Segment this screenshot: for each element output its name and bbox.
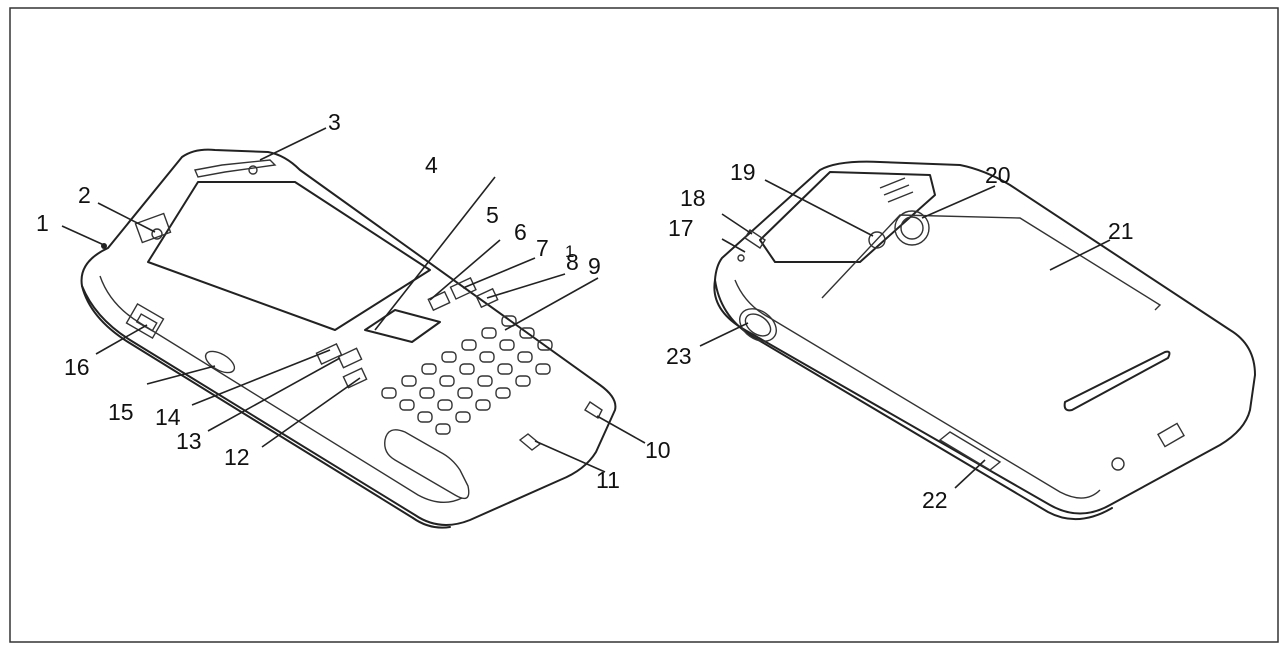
keypad-key [419, 387, 435, 399]
callout-18: 18 [680, 185, 706, 211]
callout-7: 7 [536, 235, 549, 261]
keypad-key [497, 363, 513, 375]
front-keypad [381, 315, 553, 435]
front-camera-lens [151, 228, 163, 240]
leader-lines [61, 127, 1111, 489]
keypad-key [399, 399, 415, 411]
back-side-button-ring [739, 308, 777, 342]
keypad-key [421, 363, 437, 375]
front-side-button [204, 350, 236, 374]
front-bottom-jack [584, 401, 603, 419]
front-key-12 [342, 367, 368, 389]
front-body-side [81, 285, 414, 519]
callout-labels: 1 2 3 4 5 6 7 8 1 9 10 11 12 13 14 15 16… [36, 109, 1134, 513]
callout-10: 10 [645, 437, 671, 463]
callout-8-superscript: 1 [565, 242, 574, 261]
callout-11: 11 [596, 467, 620, 493]
front-key-8 [475, 287, 499, 309]
keypad-key [455, 411, 471, 423]
front-screen [147, 181, 431, 331]
back-side-button [744, 313, 772, 337]
keypad-key [479, 351, 495, 363]
front-key-13 [337, 347, 363, 369]
keypad-key [381, 387, 397, 399]
back-side-slot [938, 431, 1002, 471]
callout-9: 9 [588, 253, 601, 279]
back-vent [879, 177, 914, 203]
callout-3: 3 [328, 109, 341, 135]
keypad-key [459, 363, 475, 375]
callout-17: 17 [668, 215, 694, 241]
keypad-key [435, 423, 451, 435]
callout-15: 15 [108, 399, 134, 425]
keypad-key [501, 315, 517, 327]
callout-22: 22 [922, 487, 948, 513]
callout-16: 16 [64, 354, 90, 380]
keypad-key [495, 387, 511, 399]
keypad-key [515, 375, 531, 387]
callout-19: 19 [730, 159, 756, 185]
callout-5: 5 [486, 202, 499, 228]
back-camera-lens [894, 210, 930, 246]
callout-23: 23 [666, 343, 692, 369]
keypad-key [441, 351, 457, 363]
callout-1: 1 [36, 210, 49, 236]
figure-frame [9, 7, 1279, 643]
keypad-key [401, 375, 417, 387]
back-usb-port [1157, 422, 1185, 448]
keypad-key [537, 339, 553, 351]
front-view-phone [80, 148, 617, 529]
callout-8: 8 [566, 249, 579, 275]
back-audio-jack [1111, 457, 1125, 471]
callout-12: 12 [224, 444, 250, 470]
front-end-cap [412, 517, 451, 529]
keypad-key [535, 363, 551, 375]
front-end-grip [384, 429, 470, 500]
front-key-6 [427, 290, 451, 312]
callout-14: 14 [155, 404, 181, 430]
callout-13: 13 [176, 428, 202, 454]
back-body-side [714, 279, 1113, 521]
front-body-outline [80, 148, 617, 526]
front-camera-module [134, 212, 172, 244]
keypad-key [499, 339, 515, 351]
back-camera-lens-inner [900, 216, 924, 240]
back-view-phone [713, 160, 1256, 521]
keypad-key [517, 351, 533, 363]
keypad-key [477, 375, 493, 387]
callout-21: 21 [1108, 218, 1134, 244]
callout-4: 4 [425, 152, 438, 178]
keypad-key [481, 327, 497, 339]
keypad-key [437, 399, 453, 411]
keypad-key [457, 387, 473, 399]
back-speaker-slot [1063, 350, 1171, 412]
front-sensor [248, 165, 258, 175]
back-top-dot [737, 254, 745, 262]
back-battery-cover [821, 214, 1162, 311]
keypad-key [475, 399, 491, 411]
callout-20: 20 [985, 162, 1011, 188]
keypad-key [461, 339, 477, 351]
back-camera-cover [759, 171, 936, 263]
front-key-14 [315, 342, 343, 366]
back-body-side-inner [734, 279, 1101, 499]
front-side-slot [125, 303, 165, 339]
callout-6: 6 [514, 219, 527, 245]
back-top-button [744, 229, 766, 249]
keypad-key [439, 375, 455, 387]
keypad-key [519, 327, 535, 339]
back-flash [868, 231, 886, 249]
front-earpiece [194, 159, 277, 178]
callout-2: 2 [78, 182, 91, 208]
keypad-key [417, 411, 433, 423]
